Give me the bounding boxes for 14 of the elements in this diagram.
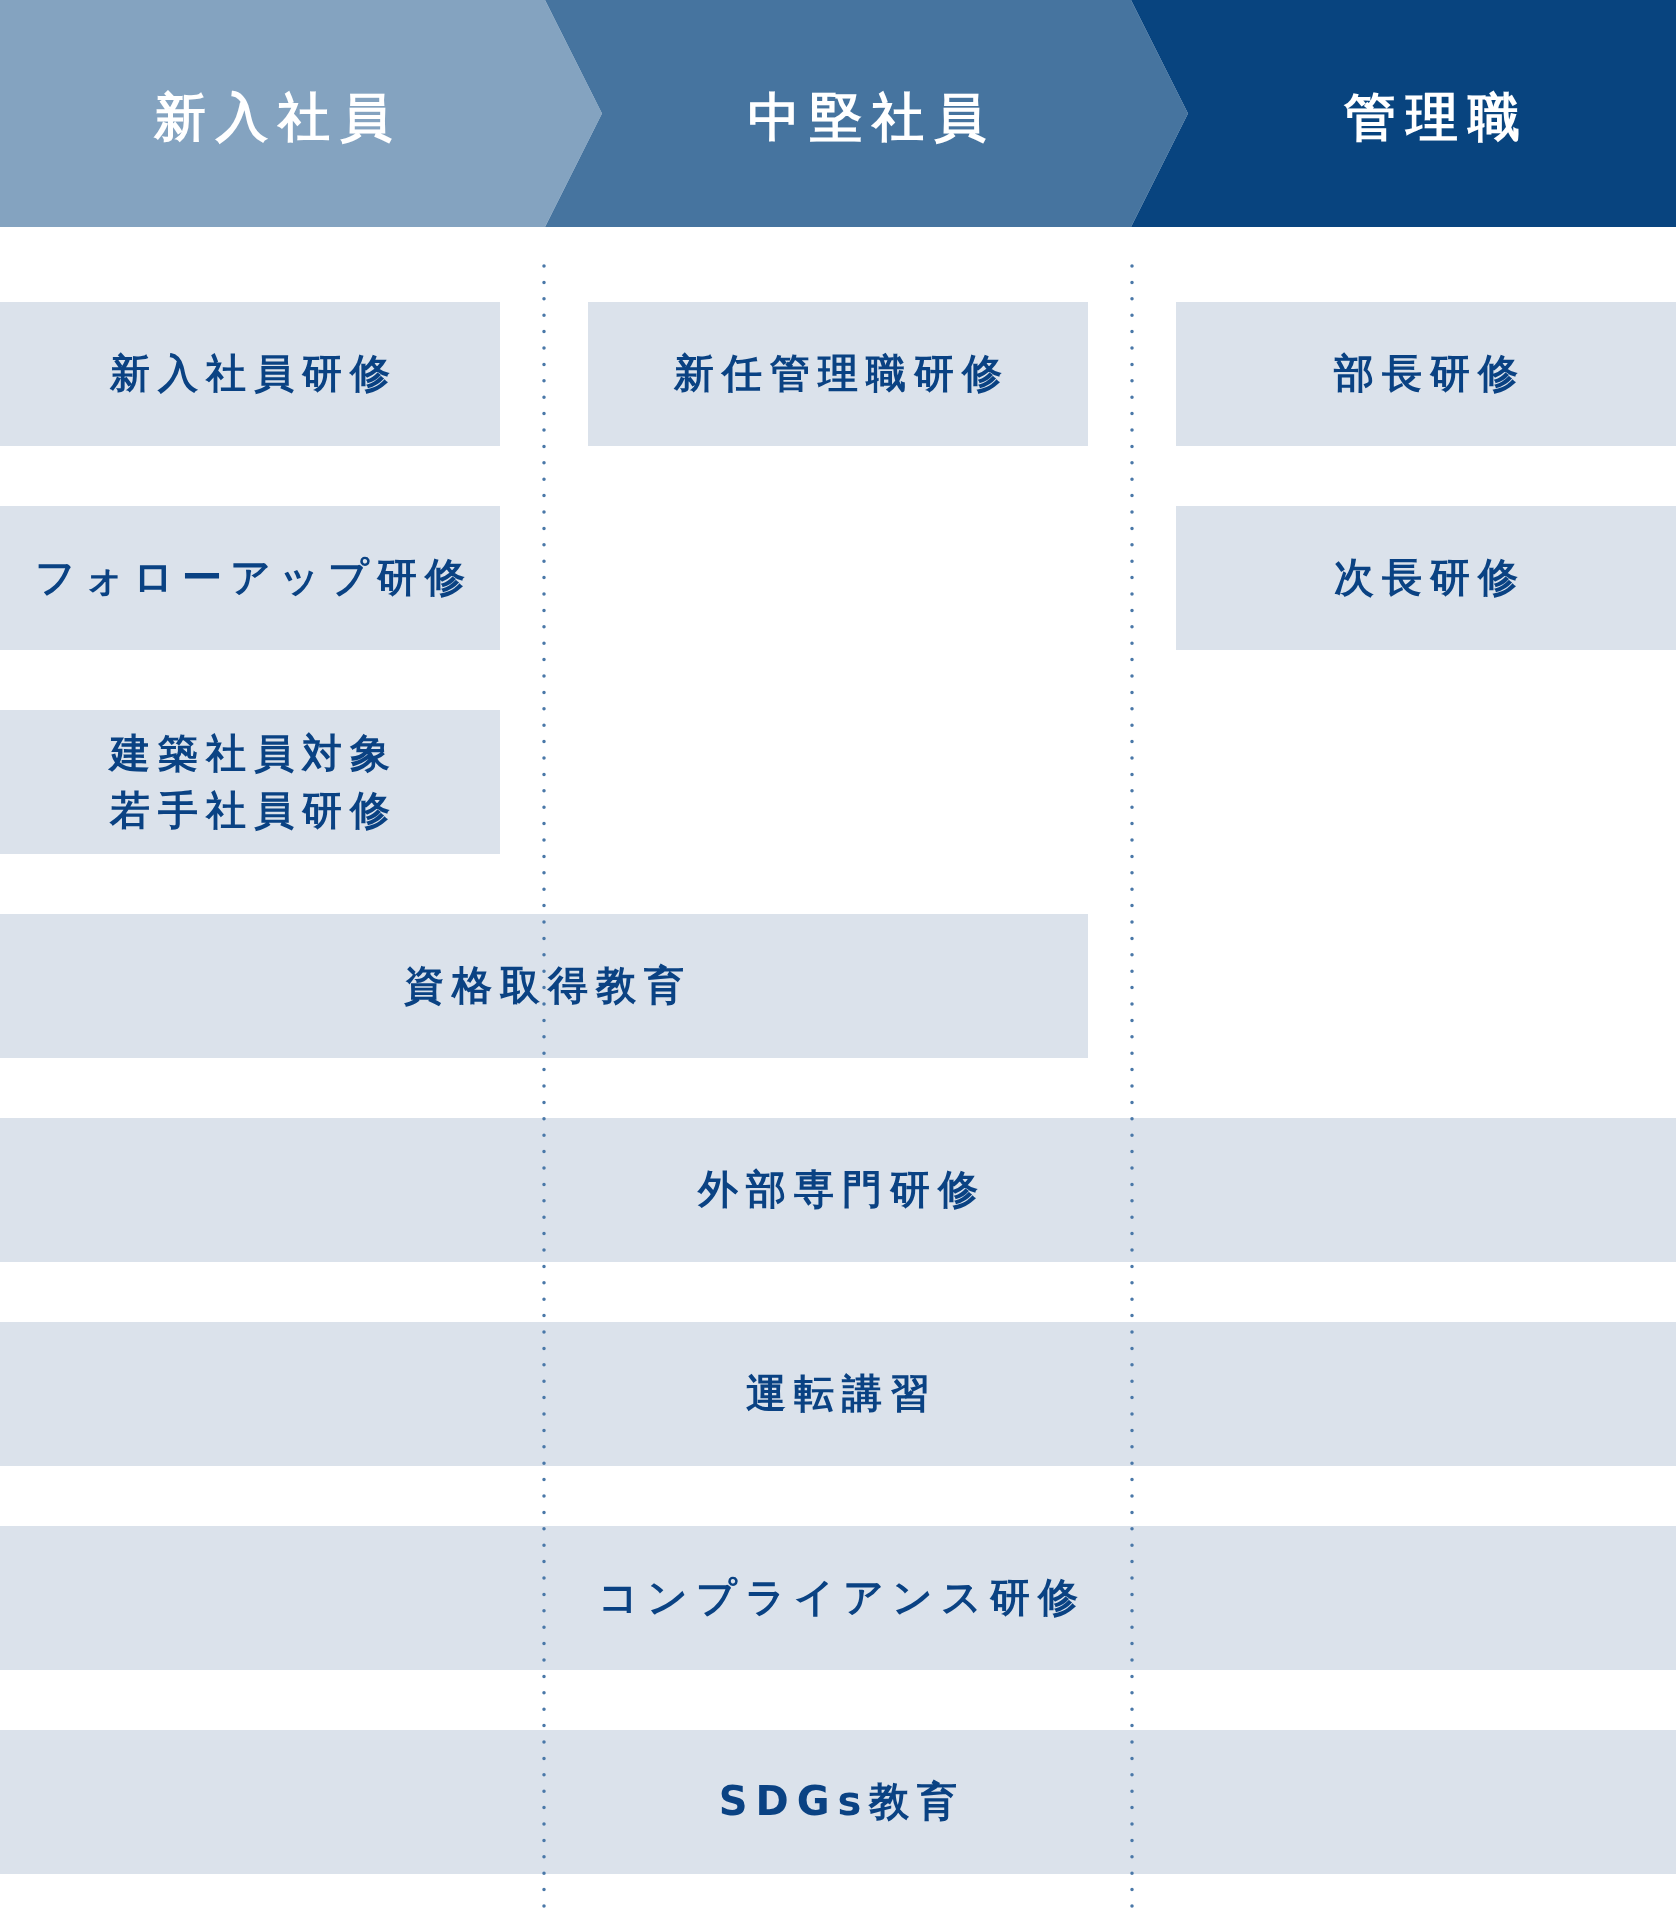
stage-header-band: 中堅社員 [545,0,1188,227]
stage-header-band: 管理職 [1131,0,1676,227]
training-box: SDGs教育 [0,1730,1676,1874]
training-box: 外部専門研修 [0,1118,1676,1262]
training-box: フォローアップ研修 [0,506,500,650]
training-box: 次長研修 [1176,506,1676,650]
training-box: 建築社員対象若手社員研修 [0,710,500,854]
training-box: 資格取得教育 [0,914,1088,1058]
training-box: コンプライアンス研修 [0,1526,1676,1670]
training-box: 新入社員研修 [0,302,500,446]
stage-header-band: 新入社員 [0,0,602,227]
training-box: 部長研修 [1176,302,1676,446]
training-box: 新任管理職研修 [588,302,1088,446]
training-box: 運転講習 [0,1322,1676,1466]
